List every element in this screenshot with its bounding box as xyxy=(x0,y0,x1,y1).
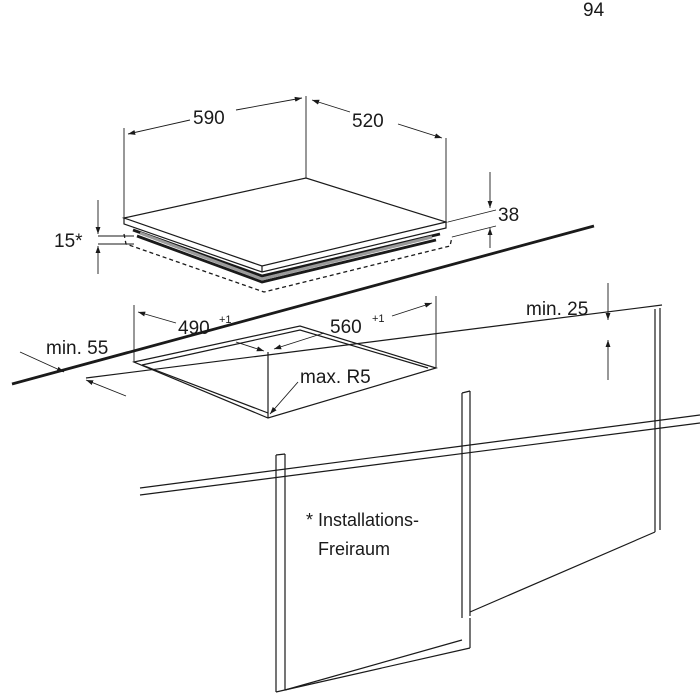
cutout-depth-tolerance: +1 xyxy=(372,313,385,325)
dimension-corner-radius: max. R5 xyxy=(269,367,371,415)
corner-radius-label: max. R5 xyxy=(300,367,371,388)
hob-height-label: 38 xyxy=(498,205,519,226)
hob-depth-label: 520 xyxy=(352,111,384,132)
dimension-front-distance: min. 55 xyxy=(19,338,127,397)
dimension-clearance: 15* xyxy=(54,200,134,274)
footnote-line1: * Installations- xyxy=(306,510,419,530)
worktop-back-edge xyxy=(11,224,595,386)
clearance-label: 15* xyxy=(54,231,83,252)
dimension-hob-width: 590 xyxy=(123,96,307,218)
dimension-hob-depth: 520 xyxy=(311,99,447,222)
worktop-thickness-label: min. 25 xyxy=(526,299,588,320)
hob-unit xyxy=(121,177,453,293)
dimension-worktop-thickness: min. 25 xyxy=(526,283,611,380)
worktop xyxy=(11,224,700,532)
dimension-hob-height: 38 xyxy=(447,172,519,248)
cabinet-side-left xyxy=(275,453,286,692)
footnote-line2: Freiraum xyxy=(318,539,390,559)
cabinet-divider xyxy=(461,390,471,618)
cutout-depth-label: 560 xyxy=(330,317,362,338)
hob-width-label: 590 xyxy=(193,108,225,129)
dimension-cutout-depth: 560 +1 xyxy=(273,296,437,368)
clearance-outline xyxy=(123,233,453,293)
dimension-cutout-width: 490 +1 xyxy=(133,305,265,362)
front-distance-label: min. 55 xyxy=(46,338,108,359)
cabinet xyxy=(275,390,656,693)
page-number: 94 xyxy=(583,0,605,21)
cutout-width-label: 490 xyxy=(178,318,210,339)
hob-glass-top xyxy=(121,177,449,267)
cutout-width-tolerance: +1 xyxy=(219,314,232,326)
